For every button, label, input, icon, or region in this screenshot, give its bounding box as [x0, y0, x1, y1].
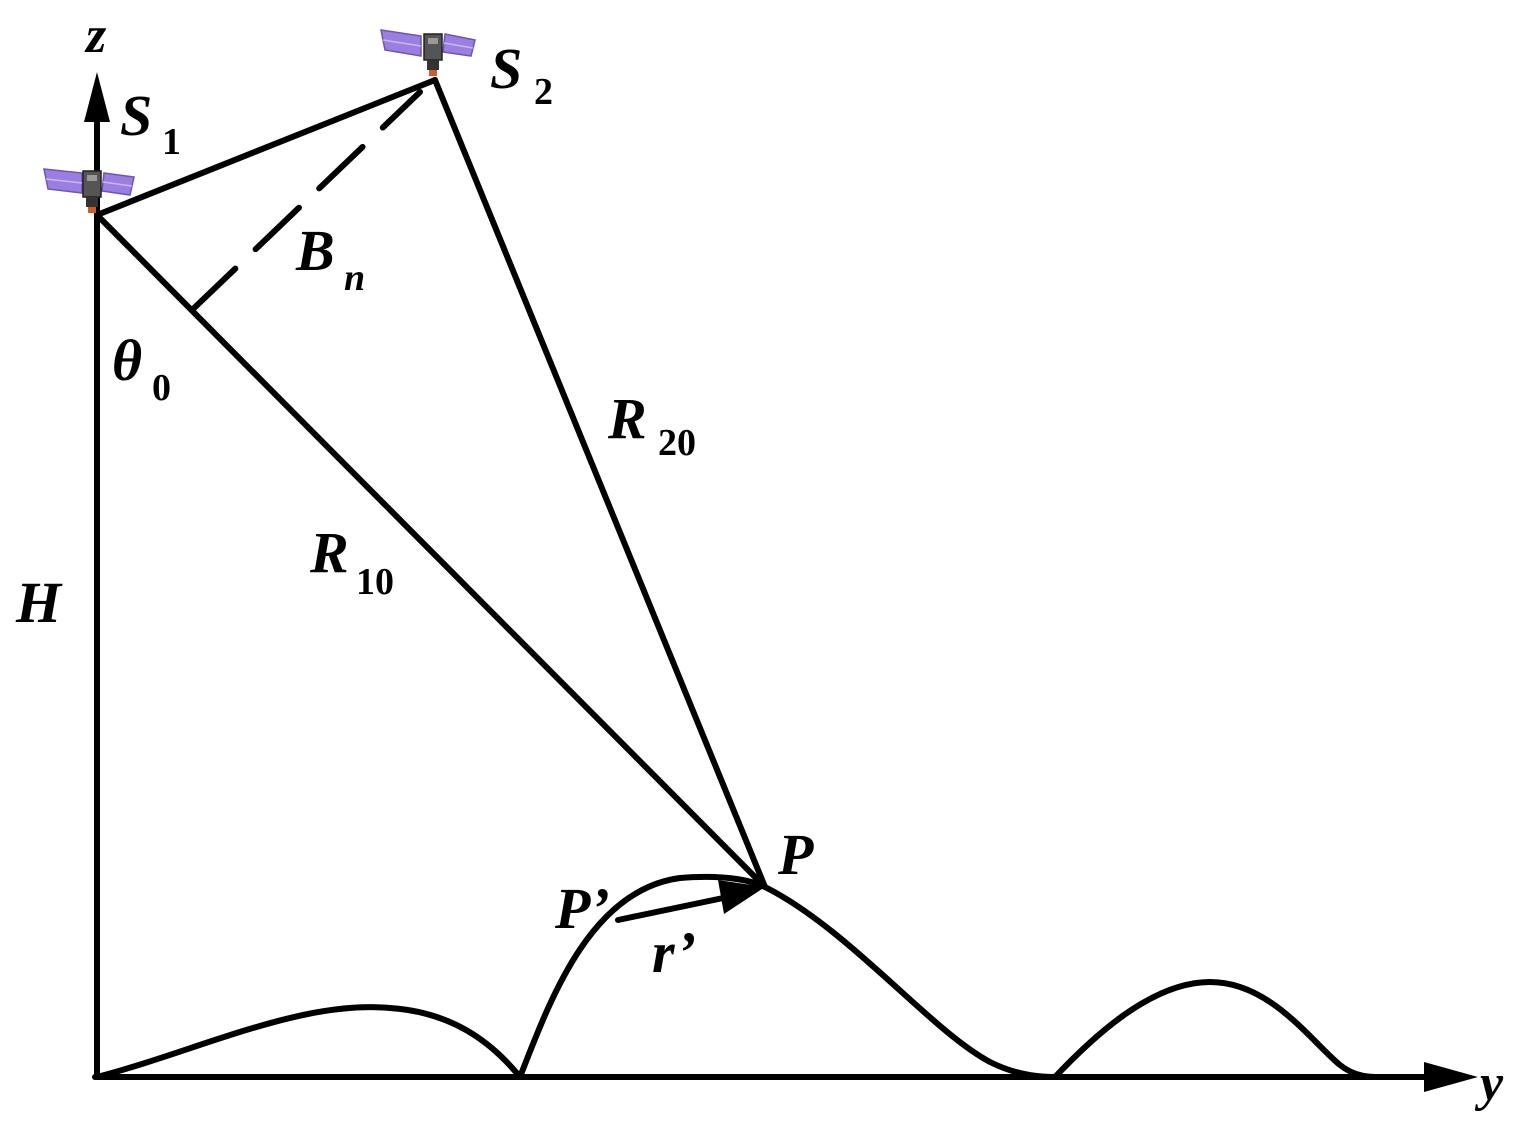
svg-text:R: R: [607, 386, 647, 451]
svg-text:S: S: [120, 83, 152, 148]
y-axis-arrowhead: [1424, 1062, 1478, 1092]
terrain-profile: [94, 873, 1383, 1080]
satellite-icon: [43, 168, 135, 213]
baseline-line: [94, 77, 438, 218]
svg-text:B: B: [295, 218, 335, 283]
perpendicular-baseline: [189, 89, 423, 313]
svg-text:2: 2: [534, 71, 553, 113]
vector-r-prime-label: r’: [652, 920, 696, 985]
range-line-r20: [432, 77, 768, 890]
svg-text:n: n: [344, 257, 365, 299]
s2-label: S 2: [490, 36, 553, 113]
y-axis-label: y: [1474, 1055, 1504, 1112]
z-axis-arrowhead: [84, 72, 110, 122]
range-line-r10: [94, 212, 768, 890]
svg-text:10: 10: [356, 561, 394, 603]
height-label: H: [15, 570, 63, 635]
baseline-label: B n: [295, 218, 365, 299]
vector-r-prime-arrowhead: [718, 880, 765, 914]
range-r20-label: R 20: [607, 386, 696, 464]
svg-text:1: 1: [162, 121, 181, 163]
svg-text:R: R: [309, 520, 349, 585]
range-r10-label: R 10: [309, 520, 394, 603]
point-p-prime-label: P’: [554, 876, 610, 941]
look-angle-label: θ 0: [112, 328, 171, 409]
svg-text:20: 20: [658, 422, 696, 464]
svg-text:0: 0: [152, 367, 171, 409]
svg-text:θ: θ: [112, 328, 142, 393]
s1-label: S 1: [120, 83, 181, 163]
z-axis-label: z: [84, 7, 107, 64]
vector-r-prime: [615, 894, 731, 923]
satellite-icon: [380, 29, 476, 76]
svg-text:S: S: [490, 36, 522, 101]
point-p-label: P: [777, 822, 814, 887]
